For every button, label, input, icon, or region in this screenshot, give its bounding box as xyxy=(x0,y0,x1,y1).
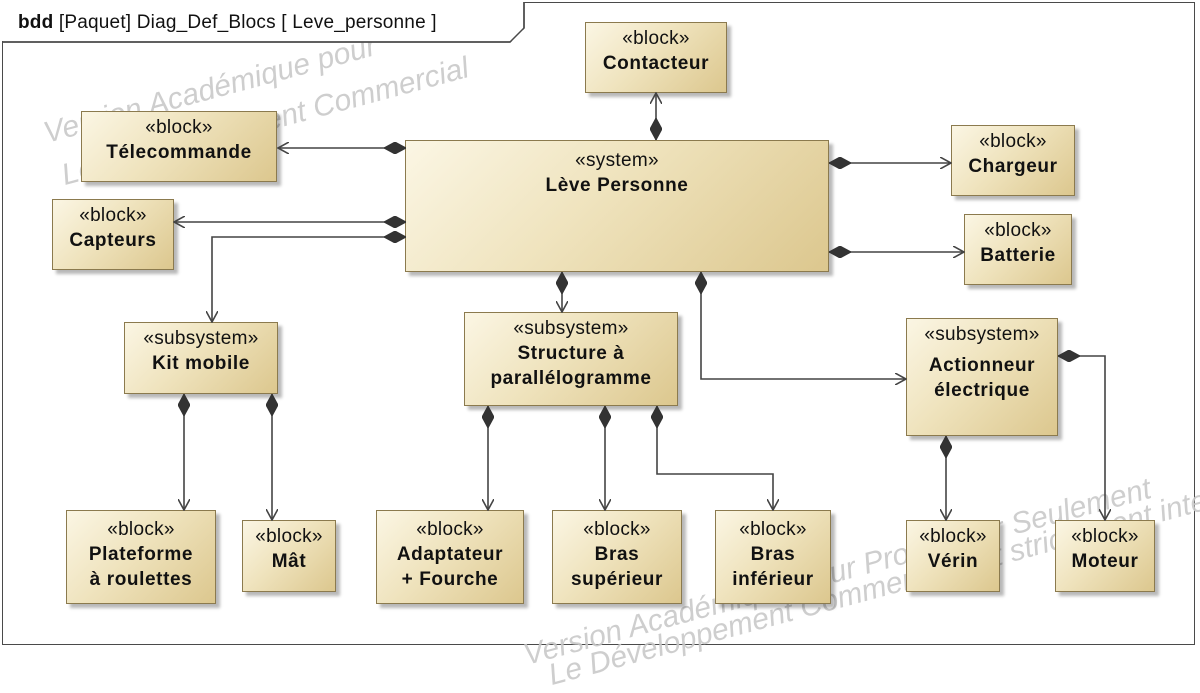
stereotype-label: «subsystem» xyxy=(513,318,629,339)
block-name: Contacteur xyxy=(602,53,710,74)
block-name-line-2: électrique xyxy=(934,380,1030,401)
frame-header: bdd [Paquet] Diag_Def_Blocs [ Leve_perso… xyxy=(18,12,437,34)
block-name-line-1: Actionneur xyxy=(928,355,1036,376)
stereotype-label: «block» xyxy=(107,519,175,540)
block-name-line-1: Plateforme xyxy=(88,544,194,565)
stereotype-label: «block» xyxy=(145,117,213,138)
block-name: Batterie xyxy=(980,245,1056,266)
block-name: Kit mobile xyxy=(152,353,250,374)
stereotype-label: «block» xyxy=(919,526,987,547)
block-moteur[interactable]: «block» Moteur xyxy=(1055,520,1155,592)
block-name-line-1: Bras xyxy=(594,544,640,565)
stereotype-label: «block» xyxy=(416,519,484,540)
block-name-line-2: supérieur xyxy=(571,569,663,590)
relation-leve-kit-mobile xyxy=(212,237,406,322)
relation-leve-actionneur xyxy=(701,272,906,379)
block-structure-parallelogramme[interactable]: «subsystem» Structure à parallélogramme xyxy=(464,312,678,406)
frame-title: [Paquet] Diag_Def_Blocs [ Leve_personne … xyxy=(58,12,437,33)
block-name-line-2: + Fourche xyxy=(401,569,499,590)
stereotype-label: «block» xyxy=(583,519,651,540)
frame-header-tab xyxy=(2,2,525,43)
block-plateforme-roulettes[interactable]: «block» Plateforme à roulettes xyxy=(66,510,216,604)
block-capteurs[interactable]: «block» Capteurs xyxy=(52,199,174,270)
block-bras-superieur[interactable]: «block» Bras supérieur xyxy=(552,510,682,604)
frame-kind: bdd xyxy=(18,12,54,33)
block-name: Lève Personne xyxy=(545,175,689,196)
block-name-line-2: à roulettes xyxy=(89,569,193,590)
block-name-line-1: Structure à xyxy=(517,343,625,364)
connectors xyxy=(0,0,1200,650)
stereotype-label: «block» xyxy=(739,519,807,540)
block-leve-personne[interactable]: «system» Lève Personne xyxy=(405,140,829,272)
stereotype-label: «subsystem» xyxy=(143,328,259,349)
block-name: Mât xyxy=(271,551,307,572)
block-chargeur[interactable]: «block» Chargeur xyxy=(951,125,1075,196)
stereotype-label: «block» xyxy=(622,28,690,49)
block-batterie[interactable]: «block» Batterie xyxy=(964,214,1072,285)
stereotype-label: «block» xyxy=(1071,526,1139,547)
stereotype-label: «block» xyxy=(984,220,1052,241)
block-name: Capteurs xyxy=(69,230,157,251)
block-name-line-2: inférieur xyxy=(732,569,814,590)
block-name-line-2: parallélogramme xyxy=(490,368,652,389)
block-verin[interactable]: «block» Vérin xyxy=(906,520,1000,592)
block-adaptateur-fourche[interactable]: «block» Adaptateur + Fourche xyxy=(376,510,524,604)
block-mat[interactable]: «block» Mât xyxy=(242,520,336,592)
relation-structure-bras-inf xyxy=(657,406,773,510)
stereotype-label: «block» xyxy=(79,205,147,226)
block-telecommande[interactable]: «block» Télecommande xyxy=(81,111,277,182)
block-name: Vérin xyxy=(927,551,979,572)
block-name: Télecommande xyxy=(106,142,252,163)
block-name: Chargeur xyxy=(968,156,1058,177)
block-name-line-1: Bras xyxy=(750,544,796,565)
block-actionneur-electrique[interactable]: «subsystem» Actionneur électrique xyxy=(906,318,1058,436)
stereotype-label: «block» xyxy=(255,526,323,547)
block-contacteur[interactable]: «block» Contacteur xyxy=(585,22,727,93)
stereotype-label: «block» xyxy=(979,131,1047,152)
block-bras-inferieur[interactable]: «block» Bras inférieur xyxy=(715,510,831,604)
block-name: Moteur xyxy=(1071,551,1139,572)
block-kit-mobile[interactable]: «subsystem» Kit mobile xyxy=(124,322,278,394)
stereotype-label: «subsystem» xyxy=(924,324,1040,345)
relation-actionneur-moteur xyxy=(1058,356,1105,520)
stereotype-label: «system» xyxy=(575,150,659,171)
block-name-line-1: Adaptateur xyxy=(396,544,504,565)
